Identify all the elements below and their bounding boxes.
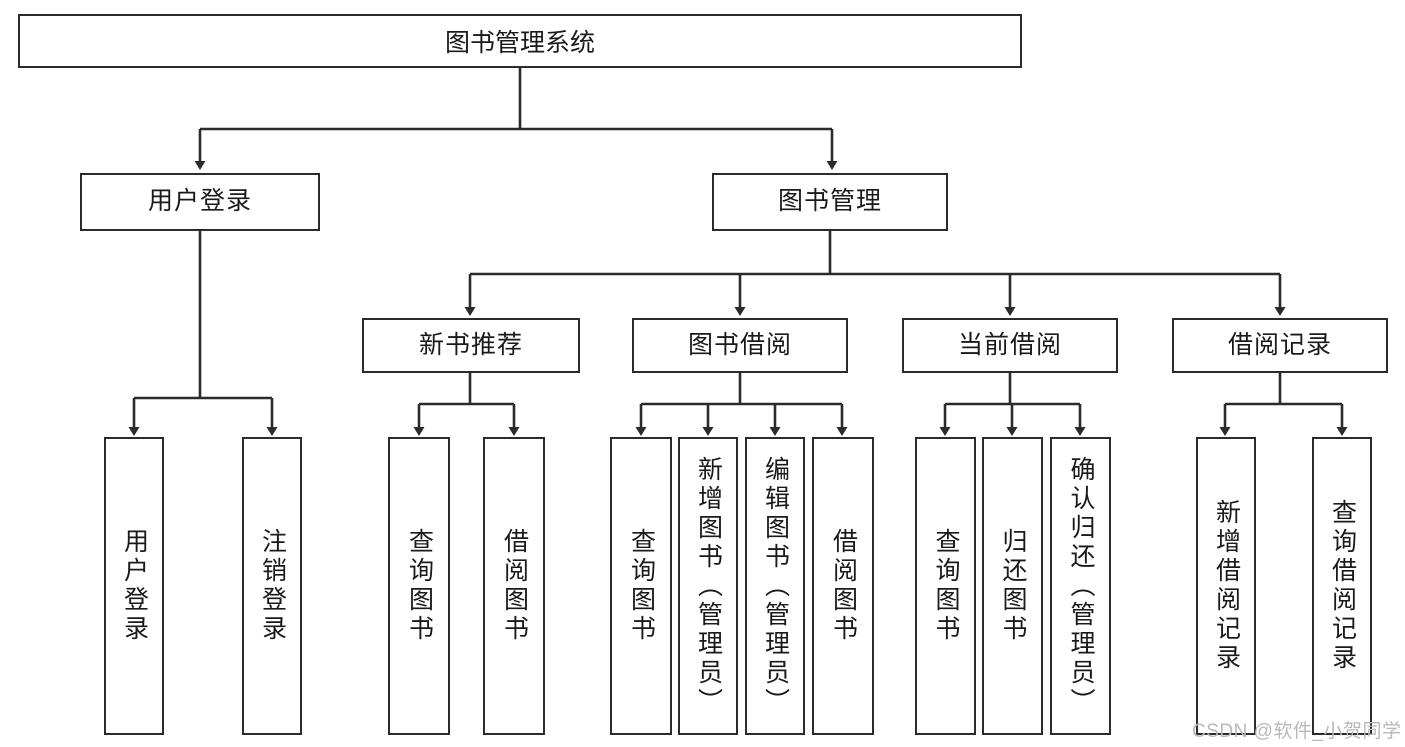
leaf-label: 编辑图书（管理员） (761, 455, 790, 717)
leaf-label: 确认归还（管理员） (1067, 455, 1095, 717)
leaf-label: 查询图书 (932, 528, 960, 644)
leaf-user-login-logout[interactable]: 注销登录 (242, 437, 302, 735)
leaf-label: 借阅图书 (500, 528, 529, 644)
node-book-borrow[interactable]: 图书借阅 (632, 318, 848, 373)
leaf-borrow-add-book-admin[interactable]: 新增图书（管理员） (678, 437, 738, 735)
leaf-label: 查询图书 (627, 528, 656, 644)
leaf-recommend-query-book[interactable]: 查询图书 (388, 437, 450, 735)
node-root-system[interactable]: 图书管理系统 (18, 14, 1022, 68)
leaf-borrow-borrow-book[interactable]: 借阅图书 (812, 437, 874, 735)
leaf-record-query-record[interactable]: 查询借阅记录 (1312, 437, 1372, 735)
leaf-label: 新增借阅记录 (1212, 499, 1241, 673)
leaf-label: 归还图书 (999, 528, 1027, 644)
leaf-label: 借阅图书 (829, 528, 858, 644)
node-book-management[interactable]: 图书管理 (712, 173, 948, 231)
leaf-label: 新增图书（管理员） (694, 455, 723, 717)
leaf-borrow-query-book[interactable]: 查询图书 (610, 437, 672, 735)
leaf-current-query-book[interactable]: 查询图书 (915, 437, 976, 735)
csdn-watermark: CSDN @软件_小贺同学 (1192, 721, 1402, 742)
leaf-current-confirm-return-admin[interactable]: 确认归还（管理员） (1050, 437, 1111, 735)
leaf-record-add-record[interactable]: 新增借阅记录 (1196, 437, 1256, 735)
node-borrow-record[interactable]: 借阅记录 (1172, 318, 1388, 373)
node-user-login[interactable]: 用户登录 (80, 173, 320, 231)
node-new-book-recommend[interactable]: 新书推荐 (362, 318, 580, 373)
node-current-borrow[interactable]: 当前借阅 (902, 318, 1118, 373)
leaf-recommend-borrow-book[interactable]: 借阅图书 (483, 437, 545, 735)
leaf-label: 注销登录 (258, 528, 287, 644)
leaf-user-login-login[interactable]: 用户登录 (104, 437, 164, 735)
leaf-label: 查询借阅记录 (1328, 499, 1357, 673)
leaf-borrow-edit-book-admin[interactable]: 编辑图书（管理员） (745, 437, 805, 735)
leaf-label: 用户登录 (120, 528, 149, 644)
leaf-current-return-book[interactable]: 归还图书 (982, 437, 1043, 735)
leaf-label: 查询图书 (405, 528, 434, 644)
